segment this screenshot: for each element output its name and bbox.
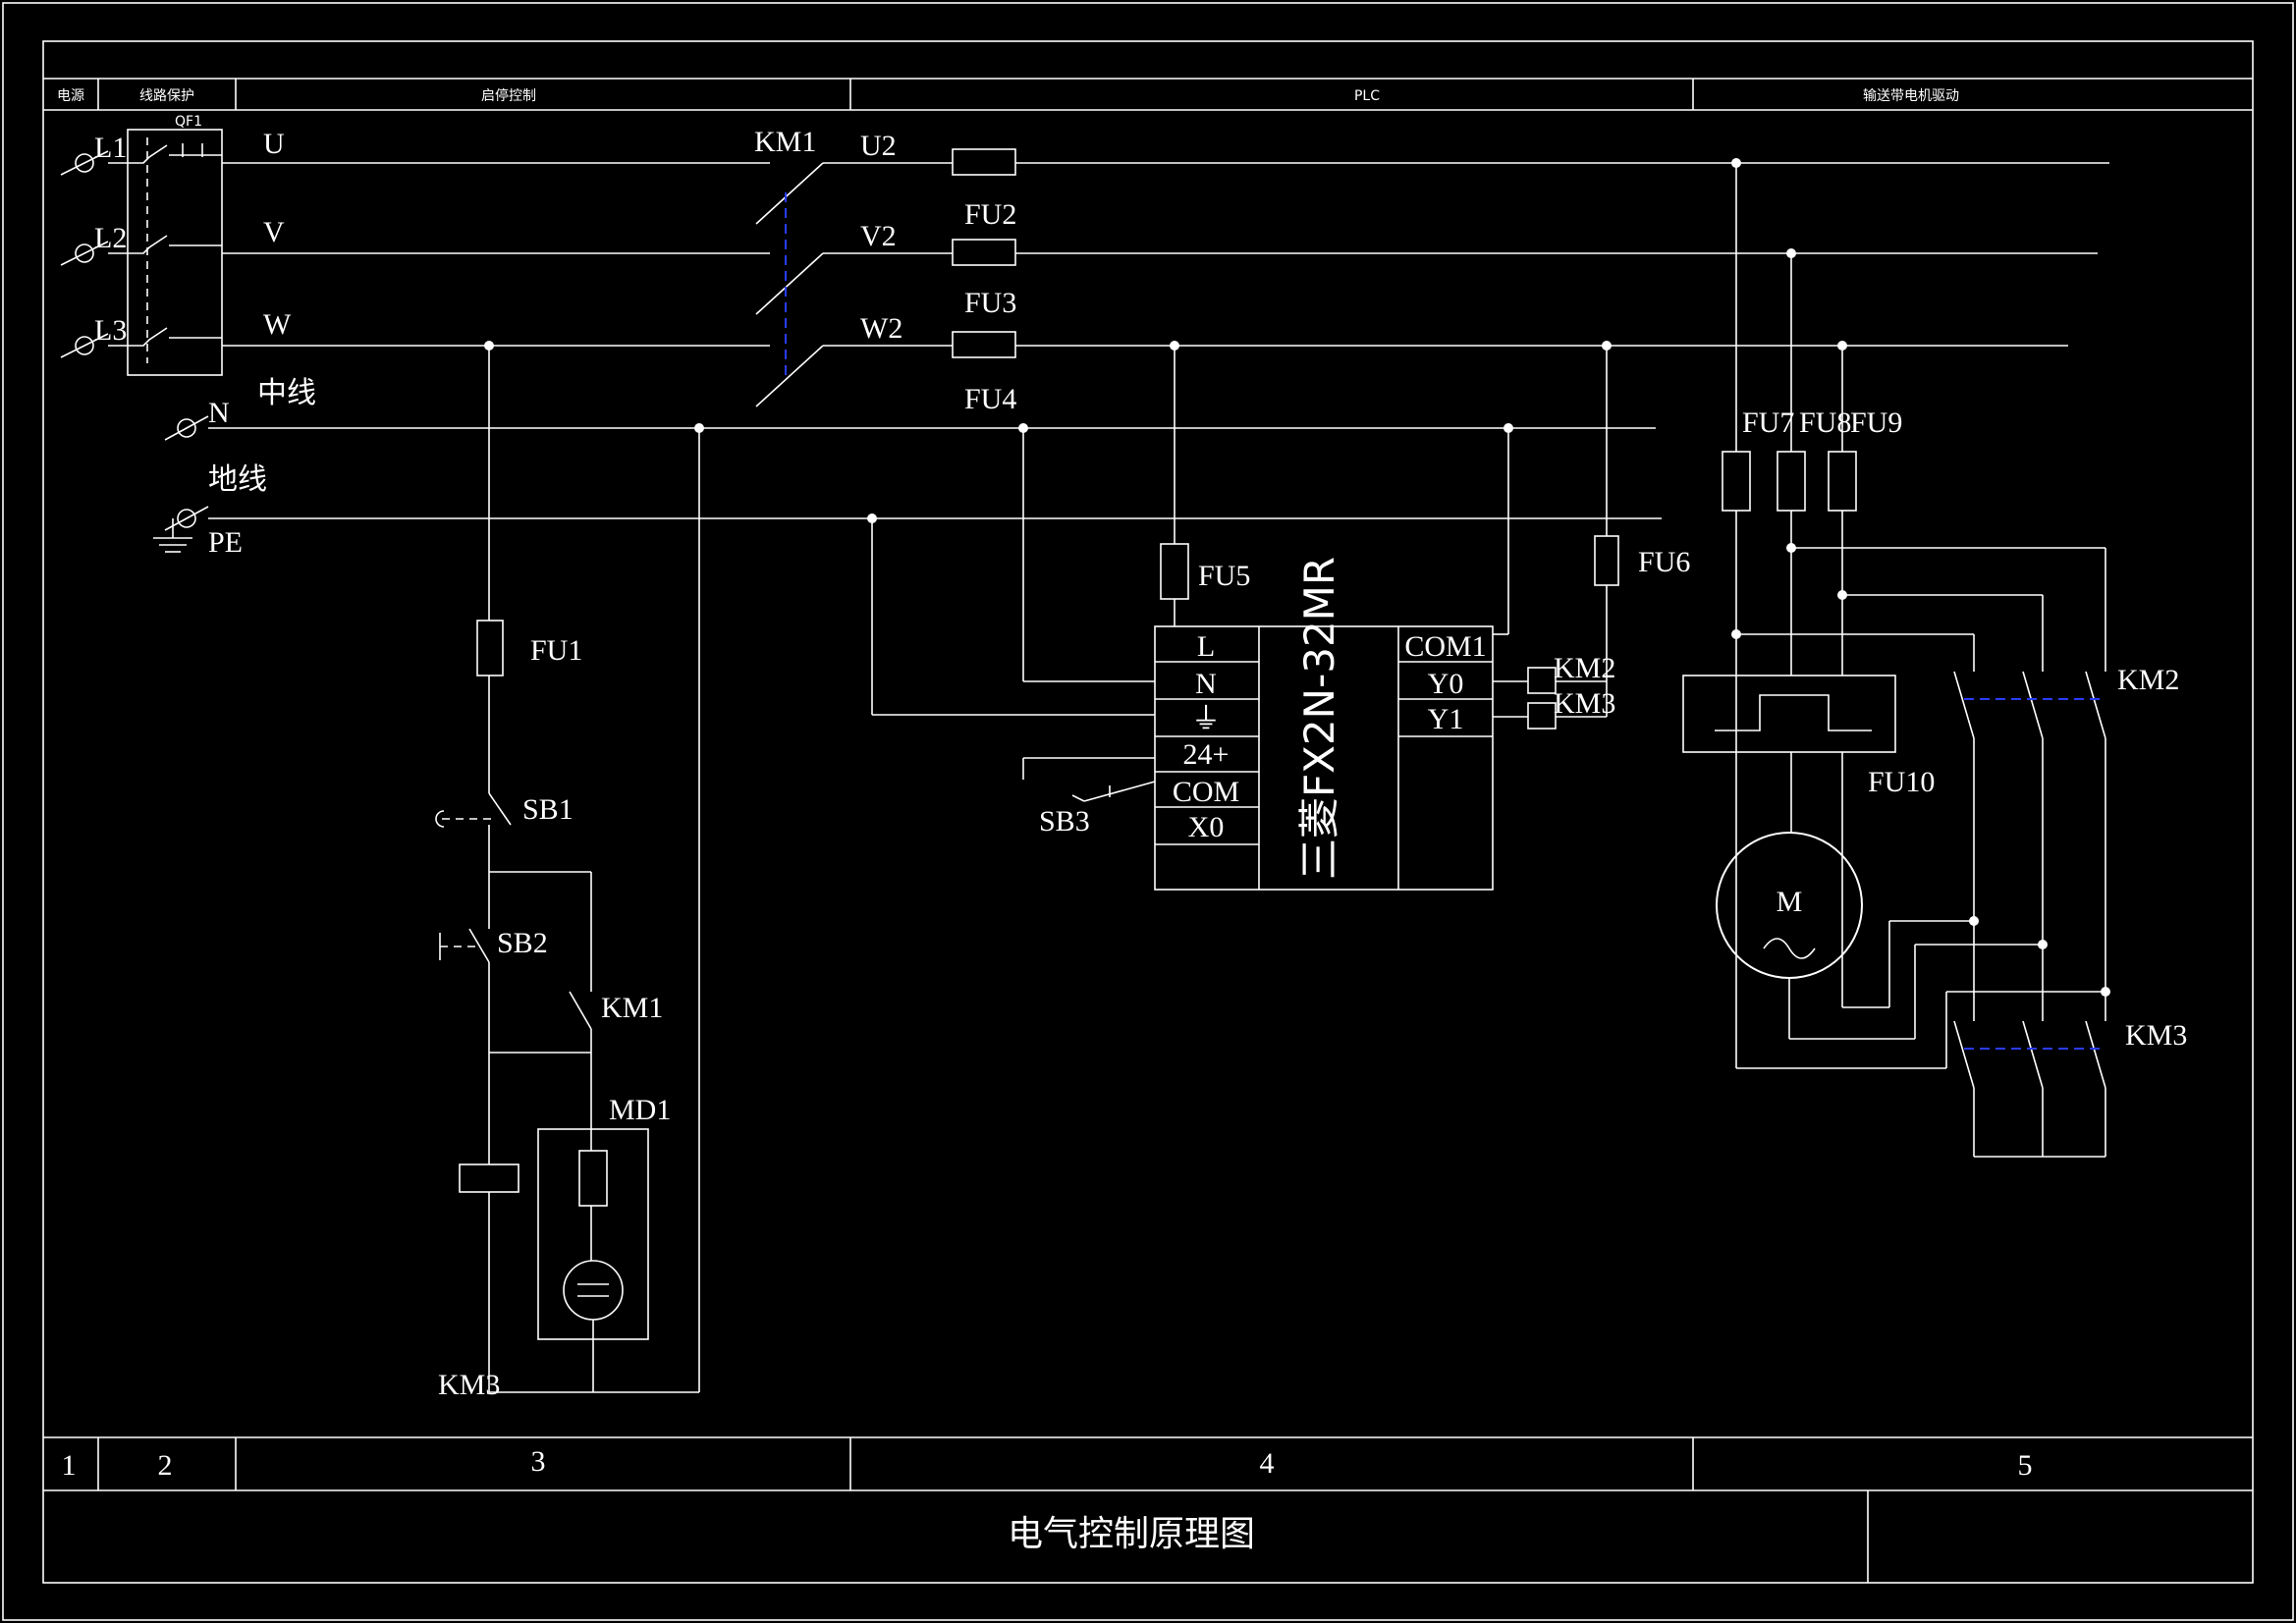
label-l3: L3 [94,314,127,347]
bus-lines [208,148,2109,519]
label-sb3: SB3 [1039,805,1090,838]
qf1-breaker [108,129,223,376]
motor-drive [1682,163,2106,1158]
label-km1-aux: KM1 [601,992,663,1024]
label-km3-control: KM3 [438,1369,500,1401]
label-km2-coil: KM2 [1554,652,1615,684]
plc-output-y1: Y1 [1428,703,1464,735]
label-km1-main: KM1 [754,126,816,158]
plc-input-n: N [1195,668,1217,700]
label-u2: U2 [860,130,897,162]
plc-input-x0: X0 [1188,811,1225,843]
label-sb2: SB2 [497,927,548,959]
plc-output-com1: COM1 [1404,630,1486,663]
label-fu8: FU8 [1799,406,1851,439]
plc-input-com: COM [1173,776,1239,808]
label-qf1: QF1 [175,114,202,130]
header-zone-4: PLC [1354,88,1380,104]
label-fu6: FU6 [1638,546,1690,578]
plc-input-24v: 24+ [1183,738,1230,771]
drawing-title: 电气控制原理图 [1008,1514,1255,1554]
plc-input-l: L [1197,630,1215,663]
label-fu1: FU1 [530,634,582,667]
label-w2: W2 [860,312,902,345]
label-v: V [263,216,285,248]
header-zone-1: 电源 [57,88,84,104]
label-fu2: FU2 [964,198,1016,231]
label-neutral: 中线 [257,376,316,410]
plc-model: 三菱FX2N-32MR [1295,557,1343,880]
label-km3-coil: KM3 [1554,687,1615,720]
plc-wiring [871,346,1619,802]
label-km3-contacts: KM3 [2125,1019,2187,1052]
header-zone-3: 启停控制 [481,87,536,104]
footer-zone-4: 4 [1260,1447,1275,1480]
label-fu3: FU3 [964,287,1016,319]
plc-box [1154,625,1494,891]
footer-zone-2: 2 [158,1449,173,1482]
label-fu9: FU9 [1850,406,1902,439]
label-fu7: FU7 [1742,406,1794,439]
label-l2: L2 [94,222,127,254]
label-u: U [263,128,285,160]
label-v2: V2 [860,220,897,252]
footer-zone-3: 3 [531,1445,546,1478]
power-terminals [60,150,209,553]
control-circuit [435,346,700,1393]
label-md1: MD1 [609,1094,671,1126]
label-fu5: FU5 [1198,560,1250,592]
label-motor-m: M [1777,886,1803,918]
label-n: N [208,397,230,429]
label-fu10: FU10 [1868,766,1935,798]
label-km2-contacts: KM2 [2117,664,2179,696]
label-w: W [263,308,292,341]
footer-zone-1: 1 [62,1449,77,1482]
plc-input-ground: ⏚ [1191,703,1221,735]
label-fu4: FU4 [964,383,1016,415]
label-sb1: SB1 [522,793,574,826]
label-l1: L1 [94,132,127,164]
header-zone-5: 输送带电机驱动 [1863,88,1959,104]
label-pe: PE [208,526,243,559]
header-zone-2: 线路保护 [139,88,194,104]
plc-output-y0: Y0 [1428,668,1464,700]
label-ground: 地线 [208,462,267,497]
footer-zone-5: 5 [2018,1449,2033,1482]
